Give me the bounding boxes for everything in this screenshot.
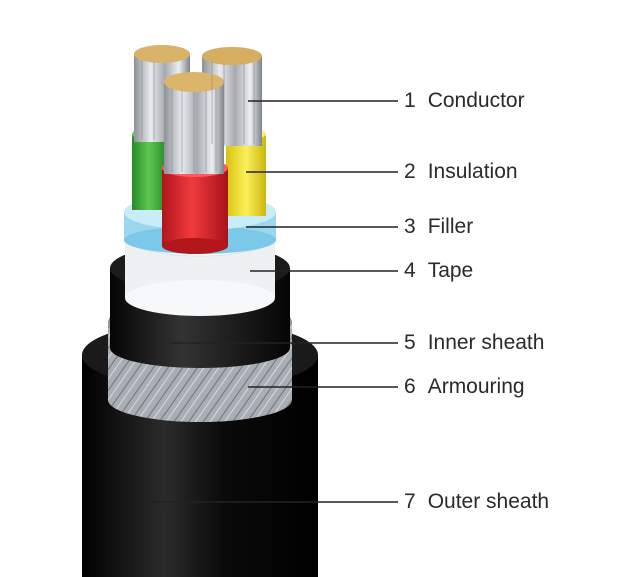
label-number: 2 [404, 160, 416, 183]
label-text: Armouring [427, 375, 525, 398]
label-text: Conductor [427, 89, 525, 112]
label-number: 6 [404, 375, 416, 398]
label-outer-sheath: 7 Outer sheath [404, 490, 549, 514]
label-text: Insulation [427, 160, 518, 183]
label-number: 5 [404, 331, 416, 354]
label-filler: 3 Filler [404, 215, 473, 239]
label-number: 4 [404, 259, 416, 282]
label-insulation: 2 Insulation [404, 160, 518, 184]
label-text: Tape [427, 259, 474, 282]
label-tape: 4 Tape [404, 259, 473, 283]
leader-lines [150, 100, 398, 503]
label-number: 1 [404, 89, 416, 112]
label-text: Inner sheath [427, 331, 545, 354]
label-inner-sheath: 5 Inner sheath [404, 331, 544, 355]
label-conductor: 1 Conductor [404, 89, 525, 113]
label-text: Outer sheath [427, 490, 550, 513]
label-number: 7 [404, 490, 416, 513]
conductor-layer [134, 45, 262, 174]
label-armouring: 6 Armouring [404, 375, 525, 399]
label-text: Filler [427, 215, 474, 238]
label-number: 3 [404, 215, 416, 238]
